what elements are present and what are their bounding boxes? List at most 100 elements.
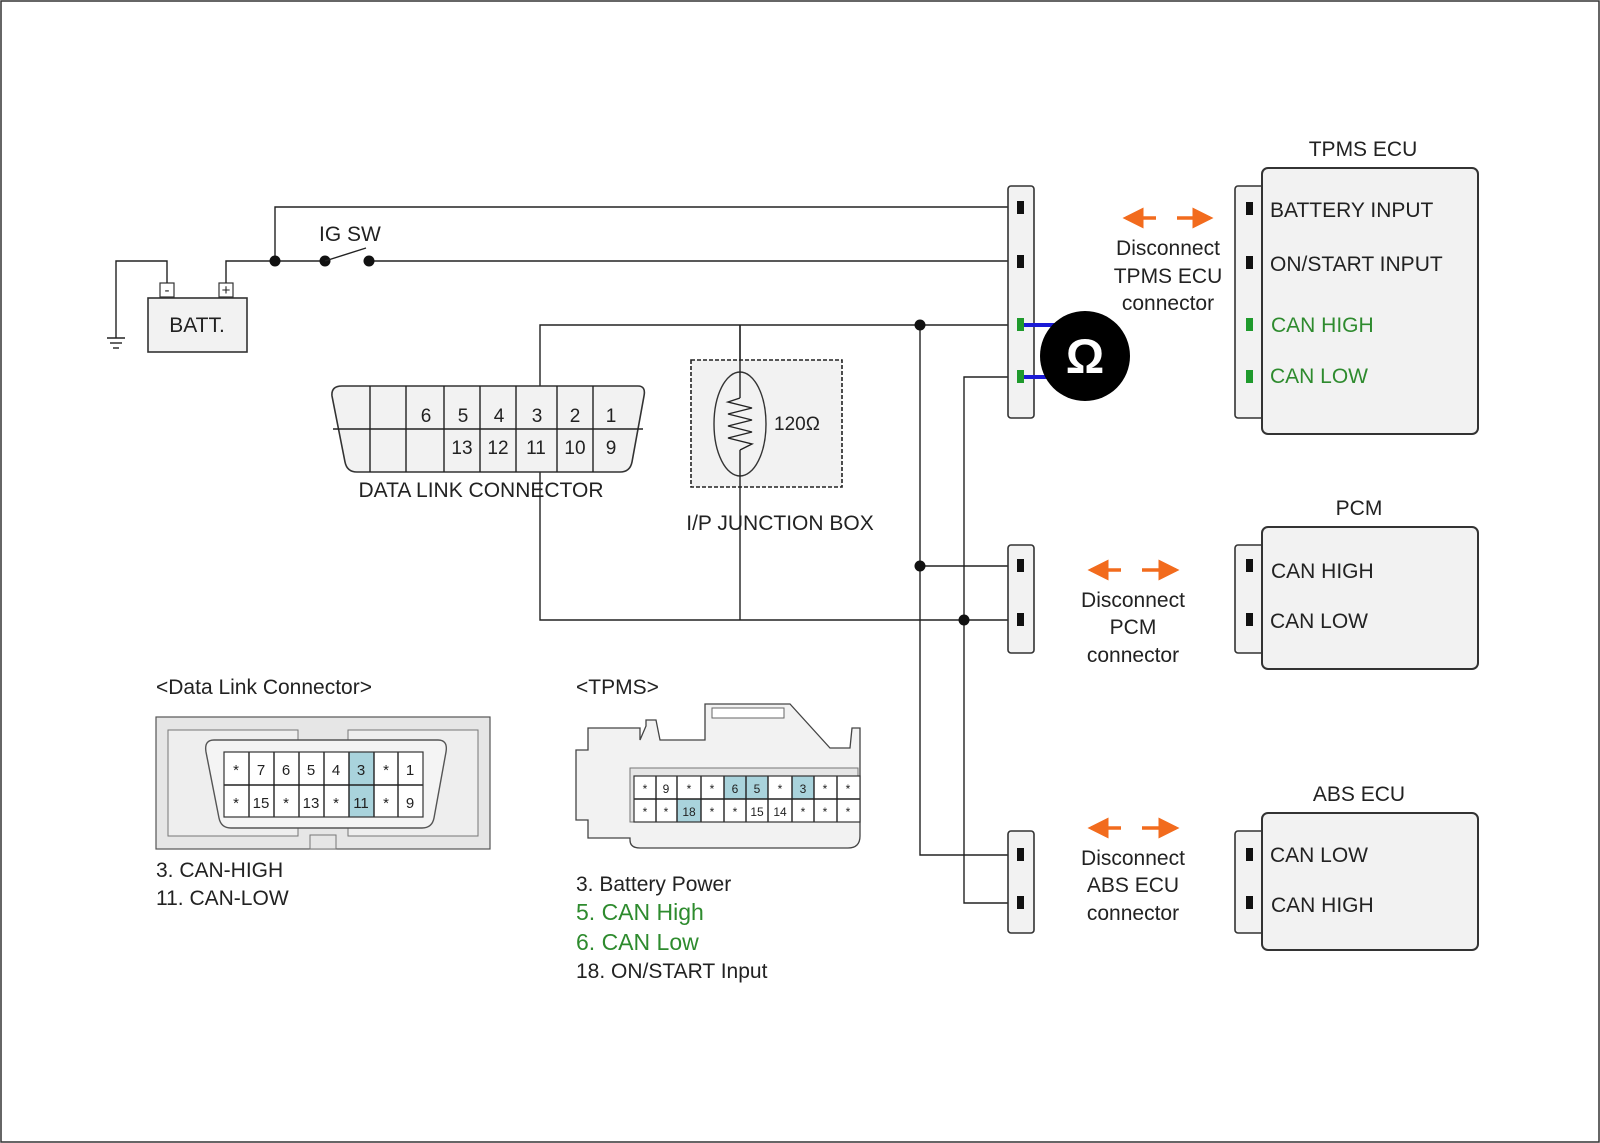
tpms-detail-pin: 18 — [682, 805, 696, 819]
battery-minus-sign: - — [165, 282, 170, 299]
disconnect-label: Disconnect — [1081, 589, 1185, 612]
dlc-detail-pin: 5 — [307, 762, 315, 779]
harness-connector-pcm — [1007, 544, 1035, 654]
disconnect-label: connector — [1122, 292, 1214, 315]
module-title: TPMS ECU — [1309, 138, 1418, 161]
dlc-pin: 3 — [532, 406, 543, 427]
dlc-detail-pin: * — [383, 762, 389, 779]
dlc-pin: 9 — [606, 438, 617, 459]
module-pin-label: CAN HIGH — [1271, 894, 1374, 917]
ground-symbol — [107, 260, 168, 349]
tpms-detail-title: <TPMS> — [576, 676, 659, 699]
module-title: ABS ECU — [1313, 783, 1405, 806]
dlc-pin: 5 — [458, 406, 469, 427]
abs-ecu-module: ABS ECU CAN LOW CAN HIGH — [1234, 783, 1479, 951]
disconnect-label: connector — [1087, 644, 1179, 667]
dlc-detail-pin: * — [333, 795, 339, 812]
disconnect-label: PCM — [1110, 616, 1157, 639]
dlc-detail-pin: 13 — [303, 795, 320, 812]
tpms-detail-pin: 15 — [750, 805, 764, 819]
tpms-legend-item: 6. CAN Low — [576, 929, 699, 955]
dlc-detail-pin: 9 — [406, 795, 414, 812]
harness-connector-tpms — [1007, 185, 1035, 419]
disconnect-abs: Disconnect ABS ECU connector — [1081, 817, 1185, 925]
tpms-detail-pin: * — [643, 782, 648, 796]
module-pin-label: CAN HIGH — [1271, 560, 1374, 583]
module-pin-label: CAN LOW — [1270, 844, 1368, 867]
tpms-detail-pin: * — [664, 805, 669, 819]
data-link-connector-schematic: 6 5 4 3 2 1 13 12 11 10 9 DATA LINK CONN… — [331, 385, 646, 502]
tpms-detail-pin: * — [733, 805, 738, 819]
dlc-pin: 13 — [451, 438, 472, 459]
tpms-detail-pin: 3 — [800, 782, 807, 796]
tpms-legend-item: 18. ON/START Input — [576, 960, 768, 983]
dlc-detail-pin: 3 — [357, 762, 365, 779]
dlc-detail-pin: 11 — [353, 795, 369, 812]
dlc-pin: 10 — [564, 438, 585, 459]
dlc-label: DATA LINK CONNECTOR — [358, 479, 603, 502]
dlc-detail-pin: * — [383, 795, 389, 812]
module-title: PCM — [1336, 497, 1383, 520]
dlc-detail-pin: * — [283, 795, 289, 812]
dlc-pin: 1 — [606, 406, 617, 427]
dlc-detail-pin: 6 — [282, 762, 290, 779]
tpms-detail-pin: 14 — [773, 805, 787, 819]
module-pin-label: ON/START INPUT — [1270, 253, 1443, 276]
resistor-symbol — [725, 397, 755, 451]
dlc-detail-pin: * — [233, 762, 239, 779]
tpms-detail-pin: * — [643, 805, 648, 819]
dlc-legend-item: 3. CAN-HIGH — [156, 859, 283, 882]
junction-box-label: I/P JUNCTION BOX — [686, 512, 873, 535]
harness-connector-abs — [1007, 830, 1035, 934]
tpms-detail-pin: * — [778, 782, 783, 796]
battery-label: BATT. — [169, 314, 225, 337]
dlc-detail-pin: 1 — [406, 762, 414, 779]
pcm-module: PCM CAN HIGH CAN LOW — [1234, 497, 1479, 670]
tpms-detail-pin: * — [710, 805, 715, 819]
dlc-pin: 2 — [570, 406, 581, 427]
battery-plus-sign: + — [222, 282, 231, 299]
dlc-detail-pin: 4 — [332, 762, 340, 779]
tpms-detail-pin: 9 — [663, 782, 670, 796]
ohm-icon: Ω — [1066, 331, 1104, 384]
disconnect-label: ABS ECU — [1087, 874, 1179, 897]
module-pin-label: CAN LOW — [1270, 365, 1368, 388]
disconnect-tpms: Disconnect TPMS ECU connector — [1114, 207, 1223, 315]
dlc-detail-title: <Data Link Connector> — [156, 676, 372, 699]
disconnect-label: Disconnect — [1116, 237, 1220, 260]
tpms-detail-pin: 5 — [754, 782, 761, 796]
dlc-pin: 12 — [487, 438, 508, 459]
battery: BATT. - + — [147, 282, 248, 353]
disconnect-label: TPMS ECU — [1114, 265, 1223, 288]
dlc-detail-pin: 7 — [257, 762, 265, 779]
dlc-pin: 4 — [494, 406, 505, 427]
module-pin-label: CAN LOW — [1270, 610, 1368, 633]
disconnect-pcm: Disconnect PCM connector — [1081, 559, 1185, 667]
dlc-pin: 6 — [421, 406, 432, 427]
resistor-value: 120Ω — [774, 414, 820, 435]
module-pin-label: BATTERY INPUT — [1270, 199, 1434, 222]
tpms-detail-pin: * — [823, 805, 828, 819]
junction-box: 120Ω I/P JUNCTION BOX — [686, 325, 874, 535]
tpms-ecu-module: TPMS ECU BATTERY INPUT ON/START INPUT CA… — [1234, 138, 1479, 435]
tpms-legend-item: 3. Battery Power — [576, 873, 731, 896]
tpms-detail-pin: * — [846, 805, 851, 819]
dlc-detail-pin: * — [233, 795, 239, 812]
module-pin-label: CAN HIGH — [1271, 314, 1374, 337]
disconnect-label: connector — [1087, 902, 1179, 925]
tpms-detail-pin: * — [801, 805, 806, 819]
tpms-detail-pin: * — [687, 782, 692, 796]
dlc-detail: <Data Link Connector> * 7 6 5 4 3 * 1 * … — [155, 676, 491, 910]
tpms-detail: <TPMS> * 9 * * 6 5 * 3 * * * * 18 * * 15 — [575, 676, 861, 983]
tpms-detail-pin: 6 — [732, 782, 739, 796]
tpms-detail-pin: * — [823, 782, 828, 796]
dlc-pin: 11 — [526, 438, 546, 459]
dlc-legend-item: 11. CAN-LOW — [156, 887, 289, 910]
tpms-detail-pin: * — [710, 782, 715, 796]
ig-switch-label: IG SW — [319, 223, 381, 246]
tpms-legend-item: 5. CAN High — [576, 899, 704, 925]
dlc-detail-pin: 15 — [253, 795, 270, 812]
tpms-detail-pin: * — [846, 782, 851, 796]
